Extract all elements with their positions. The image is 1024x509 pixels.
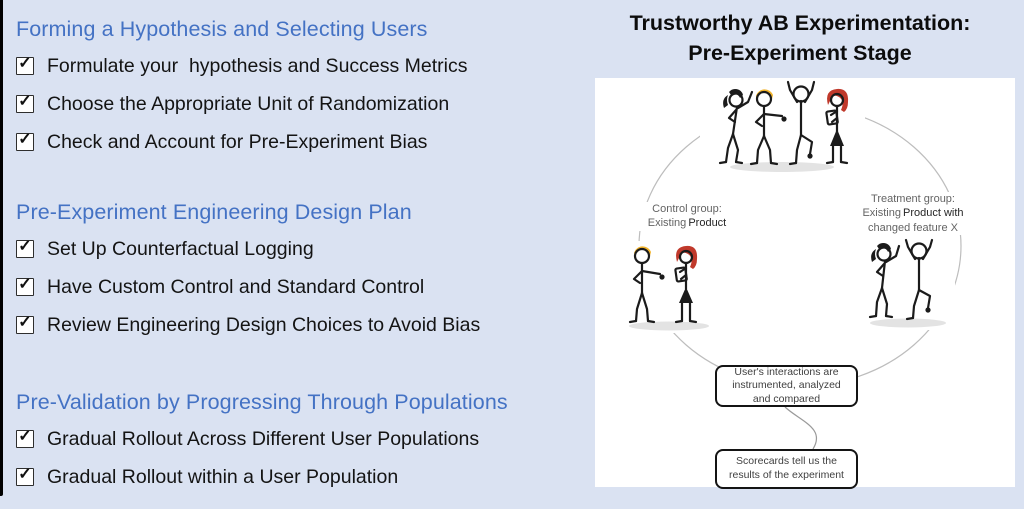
section-heading: Pre-Experiment Engineering Design Plan <box>16 200 412 224</box>
checklist-item-label: Check and Account for Pre-Experiment Bia… <box>47 130 428 153</box>
section-prevalidation: Pre-Validation by Progressing Through Po… <box>16 387 581 505</box>
checkmark-icon: ✓ <box>18 466 32 483</box>
checkbox-icon: ✓ <box>16 93 34 113</box>
checklist-item: ✓ Formulate your hypothesis and Success … <box>16 54 581 77</box>
control-group-title: Control group: <box>652 203 722 215</box>
control-group-label: Control group: Existing Product <box>631 202 743 231</box>
checklist-item: ✓ Gradual Rollout within a User Populati… <box>16 465 581 488</box>
checkmark-icon: ✓ <box>18 428 32 445</box>
analysis-box: User's interactions are instrumented, an… <box>715 365 858 407</box>
control-group-figures <box>617 241 727 333</box>
checkbox-icon: ✓ <box>16 276 34 296</box>
treatment-group-product: Existing Product with <box>862 207 964 220</box>
section-heading: Pre-Validation by Progressing Through Po… <box>16 390 508 414</box>
checkbox-icon: ✓ <box>16 428 34 448</box>
checklist-item-label: Review Engineering Design Choices to Avo… <box>47 313 481 336</box>
treatment-group-feature: changed feature X <box>868 221 958 234</box>
checkbox-icon: ✓ <box>16 238 34 258</box>
checklist-item: ✓ Review Engineering Design Choices to A… <box>16 313 581 336</box>
section-hypothesis: Forming a Hypothesis and Selecting Users… <box>16 14 581 170</box>
slide-left-border <box>0 0 3 496</box>
checkmark-icon: ✓ <box>18 55 32 72</box>
checkbox-icon: ✓ <box>16 131 34 151</box>
checkmark-icon: ✓ <box>18 93 32 110</box>
checkbox-icon: ✓ <box>16 55 34 75</box>
page-title-line1: Trustworthy AB Experimentation: <box>629 11 971 35</box>
page-title: Trustworthy AB Experimentation: Pre-Expe… <box>585 8 1015 68</box>
page-title-line2: Pre-Experiment Stage <box>688 41 912 65</box>
checklist-item: ✓ Have Custom Control and Standard Contr… <box>16 275 581 298</box>
checkbox-icon: ✓ <box>16 314 34 334</box>
checkmark-icon: ✓ <box>18 314 32 331</box>
checklist-item: ✓ Set Up Counterfactual Logging <box>16 237 581 260</box>
scorecard-box: Scorecards tell us the results of the ex… <box>715 449 858 489</box>
checklist-item: ✓ Choose the Appropriate Unit of Randomi… <box>16 92 581 115</box>
checkmark-icon: ✓ <box>18 238 32 255</box>
checkbox-icon: ✓ <box>16 466 34 486</box>
experiment-flow-diagram: Control group: Existing Product Treatmen… <box>595 78 1015 489</box>
checkmark-icon: ✓ <box>18 276 32 293</box>
box-connector-curve <box>784 406 818 450</box>
checklist-item: ✓ Check and Account for Pre-Experiment B… <box>16 130 581 153</box>
checklist-item-label: Gradual Rollout Across Different User Po… <box>47 427 480 450</box>
treatment-group-title: Treatment group: <box>871 193 955 205</box>
checklist-item: ✓ Gradual Rollout Across Different User … <box>16 427 581 450</box>
checklist-item-label: Have Custom Control and Standard Control <box>47 275 425 298</box>
control-group-product: Existing Product <box>647 217 727 230</box>
checklist-item-label: Choose the Appropriate Unit of Randomiza… <box>47 92 450 115</box>
section-heading: Forming a Hypothesis and Selecting Users <box>16 17 428 41</box>
checkmark-icon: ✓ <box>18 131 32 148</box>
treatment-group-label: Treatment group: Existing Product with c… <box>857 192 969 235</box>
treatment-group-figures <box>863 238 955 330</box>
checklist-item-label: Set Up Counterfactual Logging <box>47 237 314 260</box>
all-users-figures <box>700 78 865 175</box>
checklist-item-label: Gradual Rollout within a User Population <box>47 465 399 488</box>
checklist-item-label: Formulate your hypothesis and Success Me… <box>47 54 468 77</box>
section-engineering: Pre-Experiment Engineering Design Plan ✓… <box>16 197 581 353</box>
